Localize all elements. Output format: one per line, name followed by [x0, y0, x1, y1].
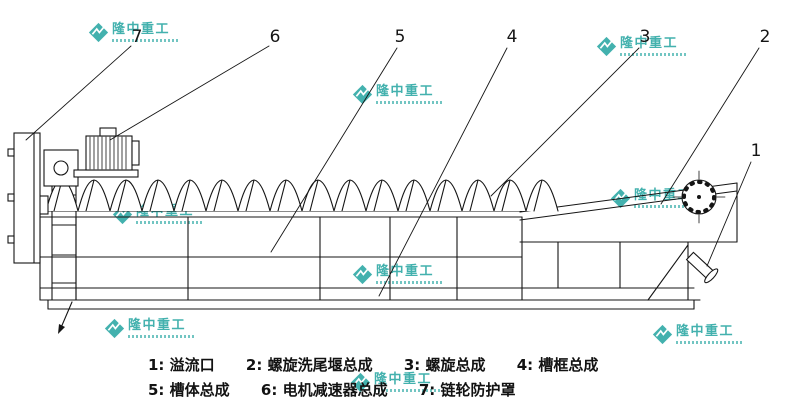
chain-guard: [7, 132, 41, 264]
legend-item: 2: 螺旋洗尾堰总成: [245, 356, 373, 374]
callout-5: 5: [395, 27, 406, 47]
callout-1: 1: [751, 141, 762, 161]
legend-item: 1: 溢流口: [148, 356, 215, 374]
legend-item: 4: 槽框总成: [516, 356, 599, 374]
callout-7: 7: [132, 27, 143, 47]
callout-leader-lines: [25, 45, 760, 297]
parts-legend: 1: 溢流口 2: 螺旋洗尾堰总成 3: 螺旋总成 4: 槽框总成 5: 槽体总…: [148, 353, 598, 403]
callout-2: 2: [760, 27, 771, 47]
legend-item: 6: 电机减速器总成: [260, 381, 388, 399]
callout-4: 4: [507, 27, 518, 47]
motor-reducer-assembly: [43, 127, 140, 187]
overflow-pipe: [685, 251, 719, 284]
callout-6: 6: [270, 27, 281, 47]
callout-3: 3: [640, 27, 651, 47]
trough-body: [39, 210, 701, 310]
callout-numbers: 7 6 5 4 3 2 1: [132, 27, 771, 161]
legend-line-1: 1: 溢流口 2: 螺旋洗尾堰总成 3: 螺旋总成 4: 槽框总成: [148, 353, 598, 378]
legend-line-2: 5: 槽体总成 6: 电机减速器总成 7: 链轮防护罩: [148, 378, 598, 403]
spiral-flights: [45, 179, 559, 212]
tail-handwheel: [672, 170, 726, 224]
legend-item: 3: 螺旋总成: [403, 356, 486, 374]
discharge-arrow: [58, 301, 73, 334]
legend-item: 5: 槽体总成: [148, 381, 230, 399]
legend-item: 7: 链轮防护罩: [418, 381, 516, 399]
